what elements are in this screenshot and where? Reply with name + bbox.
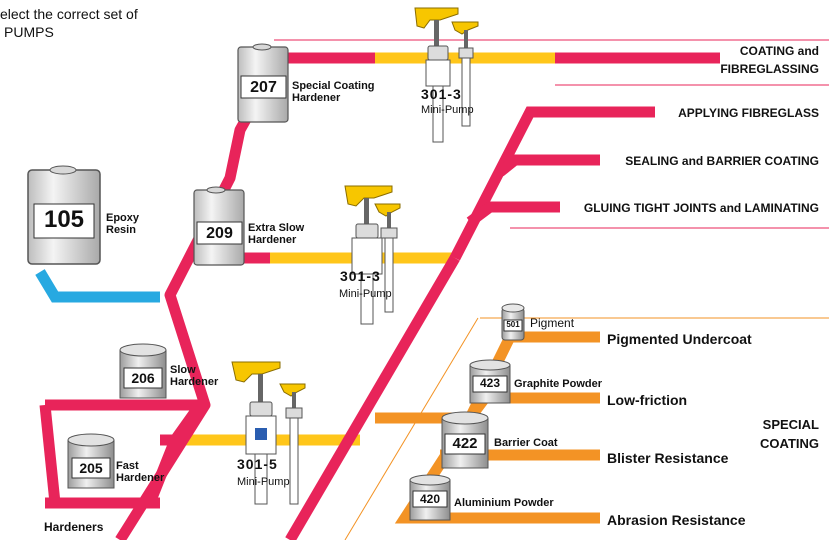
pump-301-3-middle-icon: [345, 186, 400, 324]
hardener-206-name-line2: Hardener: [170, 376, 218, 388]
aluminium-name: Aluminium Powder: [454, 497, 554, 509]
hardeners-label: Hardeners: [44, 520, 103, 534]
intro-line-1: elect the correct set of: [0, 6, 138, 22]
hardener-206-code: 206: [124, 370, 162, 386]
resin-code: 105: [34, 206, 94, 234]
resin-name-line1: Epoxy: [106, 212, 139, 224]
pump-1-name: Mini-Pump: [421, 104, 474, 116]
hardener-205-code: 205: [72, 460, 110, 476]
sealing-line: [500, 160, 600, 172]
dest-applying: APPLYING FIBREGLASS: [678, 106, 819, 120]
intro-line-2: PUMPS: [4, 24, 54, 40]
dest-sealing: SEALING and BARRIER COATING: [625, 154, 819, 168]
hardener-206-branch: [150, 405, 200, 503]
hardener-205-name-line2: Hardener: [116, 472, 164, 484]
pump-3-name: Mini-Pump: [237, 476, 290, 488]
pump-2-code: 301-3: [340, 268, 381, 284]
hardener-209-code: 209: [197, 225, 242, 243]
aluminium-code: 420: [413, 492, 447, 506]
graphite-name: Graphite Powder: [514, 378, 602, 390]
hardener-left-join: [45, 405, 55, 503]
special-coating-line1: SPECIAL: [763, 417, 819, 432]
result-blister-resistance: Blister Resistance: [607, 450, 728, 466]
barrier-name: Barrier Coat: [494, 437, 558, 449]
hardener-207-name-line1: Special Coating: [292, 80, 375, 92]
hardener-209-name-line2: Hardener: [248, 234, 296, 246]
graphite-code: 423: [473, 376, 507, 390]
resin-line: [40, 272, 160, 297]
result-abrasion-resistance: Abrasion Resistance: [607, 512, 746, 528]
pump-301-3-top-icon: [415, 8, 478, 142]
dest-coating-line1: COATING and: [740, 44, 819, 58]
hardener-209-name-line1: Extra Slow: [248, 222, 304, 234]
hardener-207-name-line2: Hardener: [292, 92, 340, 104]
hardener-206-name-line1: Slow: [170, 364, 196, 376]
hardener-207-code: 207: [241, 79, 286, 97]
result-pigmented-undercoat: Pigmented Undercoat: [607, 331, 752, 347]
barrier-code: 422: [445, 435, 485, 452]
pump-1-code: 301-3: [421, 86, 462, 102]
gluing-line: [470, 207, 560, 222]
result-low-friction: Low-friction: [607, 392, 687, 408]
pump-2-name: Mini-Pump: [339, 288, 392, 300]
applying-line: [455, 112, 655, 258]
resin-name-line2: Resin: [106, 224, 136, 236]
hardener-205-name-line1: Fast: [116, 460, 139, 472]
pigment-name: Pigment: [530, 316, 574, 330]
special-coating-line2: COATING: [760, 436, 819, 451]
pump-3-code: 301-5: [237, 456, 278, 472]
dest-gluing: GLUING TIGHT JOINTS and LAMINATING: [584, 201, 819, 215]
pigment-code: 501: [504, 320, 522, 329]
dest-coating-line2: FIBREGLASSING: [720, 62, 819, 76]
